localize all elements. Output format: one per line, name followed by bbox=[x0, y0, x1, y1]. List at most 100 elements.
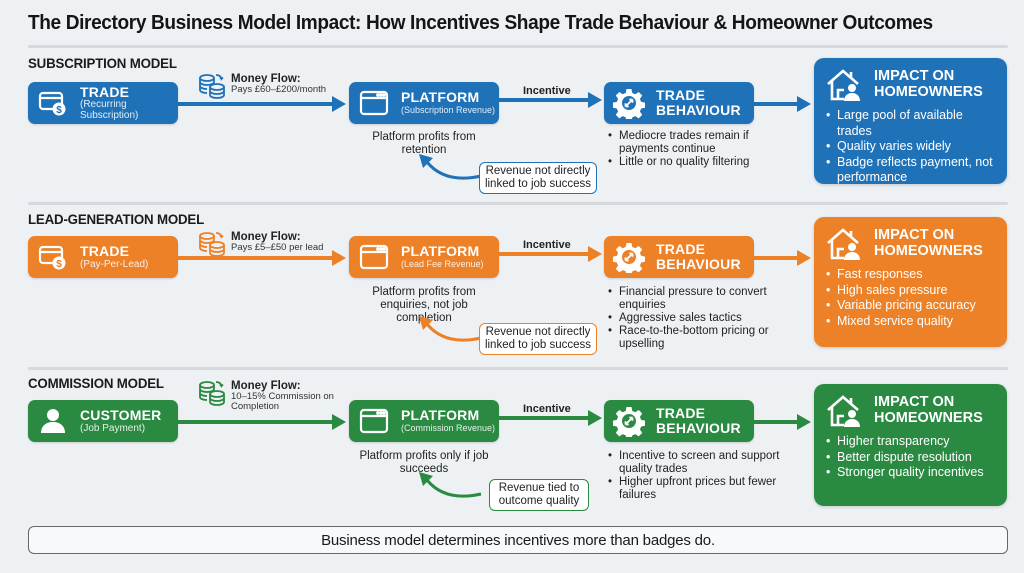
incentive-label: Incentive bbox=[523, 239, 571, 251]
source-title: TRADE bbox=[80, 242, 130, 259]
browser-window-icon bbox=[357, 86, 391, 120]
behaviour-title-2: BEHAVIOUR bbox=[656, 102, 741, 118]
coins-icon bbox=[198, 73, 226, 99]
impact-bullet: Variable pricing accuracy bbox=[826, 298, 997, 314]
browser-window-icon bbox=[357, 240, 391, 274]
revenue-callout: Revenue not directly linked to job succe… bbox=[479, 323, 597, 355]
behaviour-bullet: Aggressive sales tactics bbox=[608, 312, 788, 325]
house-person-icon bbox=[826, 394, 862, 428]
platform-title: PLATFORM bbox=[401, 89, 480, 106]
source-box: $ TRADE (Pay-Per-Lead) bbox=[28, 236, 178, 278]
source-subtitle: (Recurring Subscription) bbox=[80, 99, 139, 121]
impact-bullet: Stronger quality incentives bbox=[826, 465, 997, 481]
flow-arrow bbox=[178, 96, 346, 112]
feedback-loop-arrow bbox=[419, 154, 482, 180]
platform-note: Platform profits only if job succeeds bbox=[359, 450, 489, 475]
revenue-callout: Revenue tied to outcome quality bbox=[489, 479, 589, 511]
money-flow-value: Pays £60–£200/month bbox=[231, 84, 327, 96]
impact-title-1: IMPACT ON bbox=[874, 394, 955, 411]
money-flow-value: Pays £5–£50 per lead bbox=[231, 242, 324, 254]
card-dollar-icon: $ bbox=[36, 240, 70, 274]
coins-icon bbox=[198, 380, 226, 406]
incentive-arrow bbox=[499, 92, 602, 108]
money-flow: Money Flow: Pays £60–£200/month bbox=[198, 73, 326, 99]
page-title: The Directory Business Model Impact: How… bbox=[28, 11, 933, 34]
person-icon bbox=[36, 404, 70, 438]
impact-bullets: Large pool of available tradesQuality va… bbox=[826, 108, 997, 186]
behaviour-title-2: BEHAVIOUR bbox=[656, 420, 741, 436]
money-flow: Money Flow: 10–15% Commission on Complet… bbox=[198, 380, 341, 412]
impact-bullet: Quality varies widely bbox=[826, 139, 997, 155]
money-flow: Money Flow: Pays £5–£50 per lead bbox=[198, 231, 323, 257]
browser-window-icon bbox=[357, 404, 391, 438]
platform-note: Platform profits from retention bbox=[372, 131, 476, 156]
impact-title-1: IMPACT ON bbox=[874, 227, 955, 244]
source-box: $ TRADE (Recurring Subscription) bbox=[28, 82, 178, 124]
impact-title-2: HOMEOWNERS bbox=[874, 243, 983, 259]
incentive-label: Incentive bbox=[523, 403, 571, 415]
feedback-loop-arrow bbox=[419, 472, 482, 498]
platform-title: PLATFORM bbox=[401, 407, 480, 424]
impact-title-2: HOMEOWNERS bbox=[874, 84, 983, 100]
behaviour-bullet: Higher upfront prices but fewer failures bbox=[608, 476, 788, 502]
platform-box: PLATFORM (Lead Fee Revenue) bbox=[349, 236, 499, 278]
impact-bullets: Fast responsesHigh sales pressureVariabl… bbox=[826, 267, 997, 329]
impact-arrow bbox=[754, 250, 811, 266]
impact-title-2: HOMEOWNERS bbox=[874, 410, 983, 426]
impact-bullet: High sales pressure bbox=[826, 283, 997, 299]
source-subtitle: (Job Payment) bbox=[80, 422, 146, 434]
divider bbox=[28, 367, 1008, 370]
source-box: CUSTOMER (Job Payment) bbox=[28, 400, 178, 442]
incentive-arrow bbox=[499, 246, 602, 262]
behaviour-bullet: Financial pressure to convert enquiries bbox=[608, 286, 788, 312]
section-label: SUBSCRIPTION MODEL bbox=[28, 55, 177, 71]
card-dollar-icon: $ bbox=[36, 86, 70, 120]
behaviour-bullet: Mediocre trades remain if payments conti… bbox=[608, 130, 788, 156]
section-label: COMMISSION MODEL bbox=[28, 375, 164, 391]
money-flow-value: 10–15% Commission on Completion bbox=[231, 391, 334, 413]
house-person-icon bbox=[826, 227, 862, 261]
revenue-callout: Revenue not directly linked to job succe… bbox=[479, 162, 597, 194]
behaviour-bullets: Financial pressure to convert enquiriesA… bbox=[608, 286, 788, 351]
gear-arrows-icon bbox=[612, 240, 646, 274]
divider bbox=[28, 202, 1008, 205]
behaviour-box: TRADE BEHAVIOUR bbox=[604, 236, 754, 278]
svg-text:$: $ bbox=[56, 259, 62, 270]
impact-box: IMPACT ON HOMEOWNERS Large pool of avail… bbox=[814, 58, 1007, 184]
behaviour-title-1: TRADE bbox=[656, 87, 706, 104]
impact-bullet: Mixed service quality bbox=[826, 314, 997, 330]
platform-box: PLATFORM (Commission Revenue) bbox=[349, 400, 499, 442]
behaviour-bullets: Incentive to screen and support quality … bbox=[608, 450, 788, 502]
platform-subtitle: (Lead Fee Revenue) bbox=[401, 259, 484, 270]
impact-arrow bbox=[754, 96, 811, 112]
impact-arrow bbox=[754, 414, 811, 430]
feedback-loop-arrow bbox=[419, 316, 482, 342]
source-title: TRADE bbox=[80, 83, 130, 100]
platform-note: Platform profits from enquiries, not job… bbox=[372, 286, 476, 324]
impact-bullet: Badge reflects payment, not performance bbox=[826, 155, 997, 186]
svg-text:$: $ bbox=[56, 105, 62, 116]
coins-icon bbox=[198, 231, 226, 257]
section-label: LEAD-GENERATION MODEL bbox=[28, 211, 205, 227]
house-person-icon bbox=[826, 68, 862, 102]
conclusion-banner: Business model determines incentives mor… bbox=[28, 526, 1008, 554]
flow-arrow bbox=[178, 414, 346, 430]
behaviour-box: TRADE BEHAVIOUR bbox=[604, 400, 754, 442]
behaviour-title-1: TRADE bbox=[656, 405, 706, 422]
impact-title-1: IMPACT ON bbox=[874, 68, 955, 85]
impact-bullet: Large pool of available trades bbox=[826, 108, 997, 139]
impact-bullet: Fast responses bbox=[826, 267, 997, 283]
impact-bullets: Higher transparencyBetter dispute resolu… bbox=[826, 434, 997, 481]
impact-box: IMPACT ON HOMEOWNERS Higher transparency… bbox=[814, 384, 1007, 506]
behaviour-bullets: Mediocre trades remain if payments conti… bbox=[608, 130, 788, 169]
source-subtitle: (Pay-Per-Lead) bbox=[80, 258, 149, 270]
flow-arrow bbox=[178, 250, 346, 266]
behaviour-bullet: Incentive to screen and support quality … bbox=[608, 450, 788, 476]
money-flow-label: Money Flow: bbox=[231, 73, 301, 85]
impact-bullet: Better dispute resolution bbox=[826, 450, 997, 466]
behaviour-box: TRADE BEHAVIOUR bbox=[604, 82, 754, 124]
incentive-label: Incentive bbox=[523, 85, 571, 97]
platform-subtitle: (Subscription Revenue) bbox=[401, 105, 496, 116]
impact-box: IMPACT ON HOMEOWNERS Fast responsesHigh … bbox=[814, 217, 1007, 347]
source-title: CUSTOMER bbox=[80, 406, 162, 423]
